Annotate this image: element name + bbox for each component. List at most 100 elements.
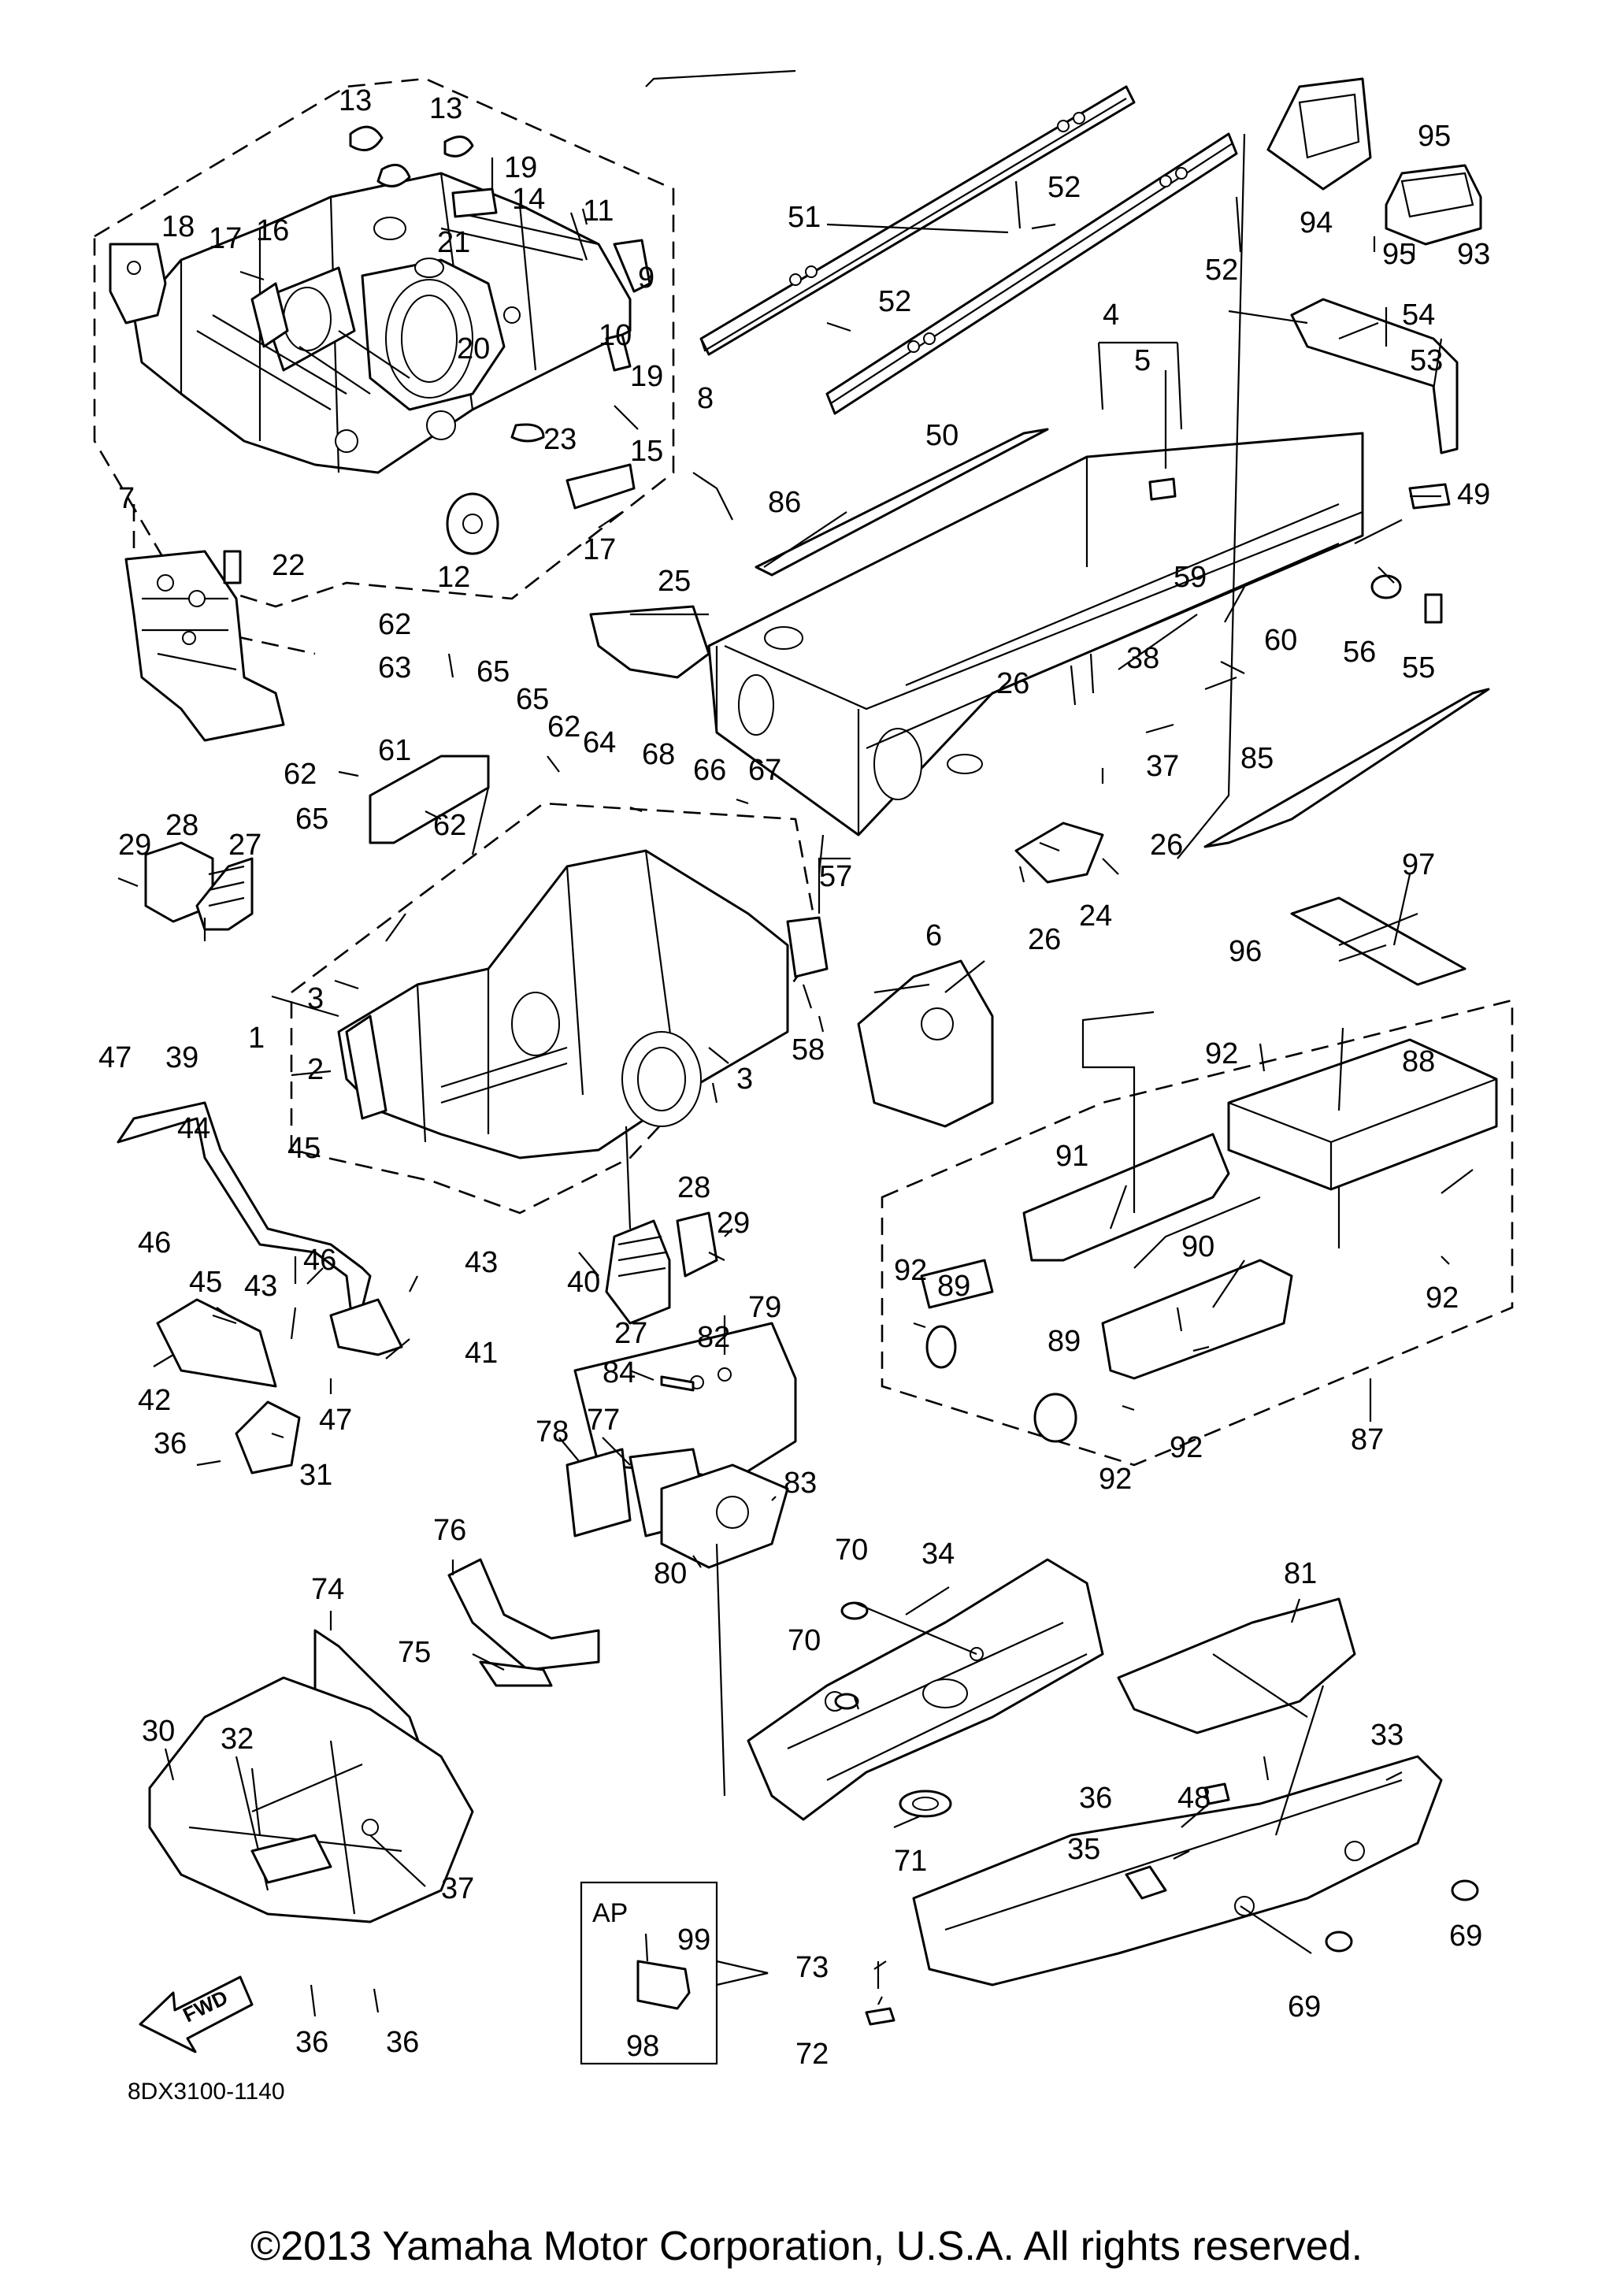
callout-60: 60: [1264, 624, 1297, 657]
callout-17: 17: [583, 533, 616, 566]
callout-52: 52: [1205, 254, 1238, 287]
callout-36: 36: [386, 2026, 419, 2059]
callout-92: 92: [894, 1254, 927, 1287]
callout-37: 37: [441, 1872, 474, 1905]
bracket-42: [156, 1298, 277, 1388]
callout-77: 77: [587, 1404, 620, 1437]
callout-3: 3: [307, 982, 324, 1015]
callout-95: 95: [1382, 238, 1415, 271]
callout-47: 47: [98, 1041, 132, 1074]
callout-37: 37: [1146, 750, 1179, 783]
bumper-39: [117, 1101, 372, 1341]
callout-35: 35: [1067, 1833, 1100, 1866]
callout-97: 97: [1402, 848, 1435, 881]
callout-55: 55: [1402, 651, 1435, 684]
callout-74: 74: [311, 1573, 344, 1606]
callout-82: 82: [697, 1321, 730, 1354]
callout-41: 41: [465, 1337, 498, 1370]
callout-64: 64: [583, 726, 616, 759]
leader-lines: [153, 69, 1474, 2005]
group-outline-8: [93, 77, 675, 608]
callout-26: 26: [1150, 829, 1183, 862]
callout-14: 14: [512, 183, 545, 216]
callout-96: 96: [1229, 935, 1262, 968]
callout-69: 69: [1449, 1920, 1482, 1953]
callout-46: 46: [303, 1244, 336, 1277]
callout-86: 86: [768, 486, 801, 519]
callout-49: 49: [1457, 478, 1490, 511]
bracket-41: [329, 1298, 403, 1356]
callout-20: 20: [457, 332, 490, 365]
callouts: 13 13 19 14 11 18 17 16 21 9 20 10 19 8 …: [98, 84, 1490, 2071]
ap-inset-frame: [580, 1881, 718, 2065]
callout-8: 8: [697, 382, 714, 415]
callout-89: 89: [937, 1270, 970, 1303]
plate-78: [565, 1448, 632, 1537]
callout-57: 57: [819, 860, 852, 893]
callout-32: 32: [221, 1723, 254, 1756]
callout-65: 65: [476, 655, 510, 688]
callout-10: 10: [599, 319, 632, 352]
callout-52: 52: [1048, 171, 1081, 204]
callout-87: 87: [1351, 1423, 1384, 1456]
callout-31: 31: [299, 1459, 332, 1492]
boot-lower: [605, 1211, 718, 1325]
callout-93: 93: [1457, 238, 1490, 271]
callout-73: 73: [795, 1951, 829, 1984]
callout-43: 43: [465, 1246, 498, 1279]
callout-40: 40: [567, 1266, 600, 1299]
strip-85: [1203, 688, 1490, 848]
callout-28: 28: [677, 1171, 710, 1204]
callout-90: 90: [1181, 1230, 1214, 1263]
callout-3: 3: [736, 1063, 753, 1096]
chassis-pan-34: [747, 1558, 1104, 1821]
callout-16: 16: [256, 214, 289, 247]
ap-inset-label: AP: [592, 1898, 628, 1928]
callout-4: 4: [1103, 299, 1119, 332]
callout-1: 1: [248, 1022, 265, 1055]
callout-26: 26: [1028, 923, 1061, 956]
rails: [699, 85, 1238, 415]
callout-61: 61: [378, 734, 411, 767]
callout-43: 43: [244, 1270, 277, 1303]
callout-81: 81: [1284, 1557, 1317, 1590]
callout-62: 62: [433, 809, 466, 842]
strip-86: [755, 428, 1049, 577]
callout-36: 36: [295, 2026, 328, 2059]
callout-53: 53: [1410, 344, 1443, 377]
callout-18: 18: [161, 210, 195, 243]
callout-75: 75: [398, 1636, 431, 1669]
callout-62: 62: [284, 758, 317, 791]
fwd-arrow-icon: [139, 1975, 254, 2053]
callout-70: 70: [835, 1534, 868, 1567]
callout-13: 13: [429, 92, 462, 125]
pad-75: [479, 1660, 553, 1687]
callout-67: 67: [748, 754, 781, 787]
callout-46: 46: [138, 1226, 171, 1259]
callout-94: 94: [1300, 206, 1333, 239]
callout-12: 12: [437, 561, 470, 594]
tunnel: [707, 432, 1364, 836]
callout-34: 34: [921, 1537, 955, 1571]
callout-92: 92: [1170, 1431, 1203, 1464]
callout-48: 48: [1177, 1782, 1211, 1815]
callout-13: 13: [339, 84, 372, 117]
callout-91: 91: [1055, 1140, 1088, 1173]
callout-15: 15: [630, 435, 663, 468]
callout-56: 56: [1343, 636, 1376, 669]
nose-pan: [148, 1676, 474, 1923]
callout-6: 6: [925, 919, 942, 952]
callout-17: 17: [209, 222, 242, 255]
callout-80: 80: [654, 1557, 687, 1590]
callout-84: 84: [603, 1356, 636, 1389]
callout-39: 39: [165, 1041, 198, 1074]
callout-72: 72: [795, 2038, 829, 2071]
diagram-code: 8DX3100-1140: [128, 2079, 285, 2105]
callout-79: 79: [748, 1291, 781, 1324]
callout-62: 62: [378, 608, 411, 641]
callout-85: 85: [1240, 742, 1274, 775]
callout-11: 11: [583, 195, 614, 228]
bracket-31: [235, 1400, 301, 1474]
callout-45: 45: [189, 1266, 222, 1299]
callout-83: 83: [784, 1467, 817, 1500]
